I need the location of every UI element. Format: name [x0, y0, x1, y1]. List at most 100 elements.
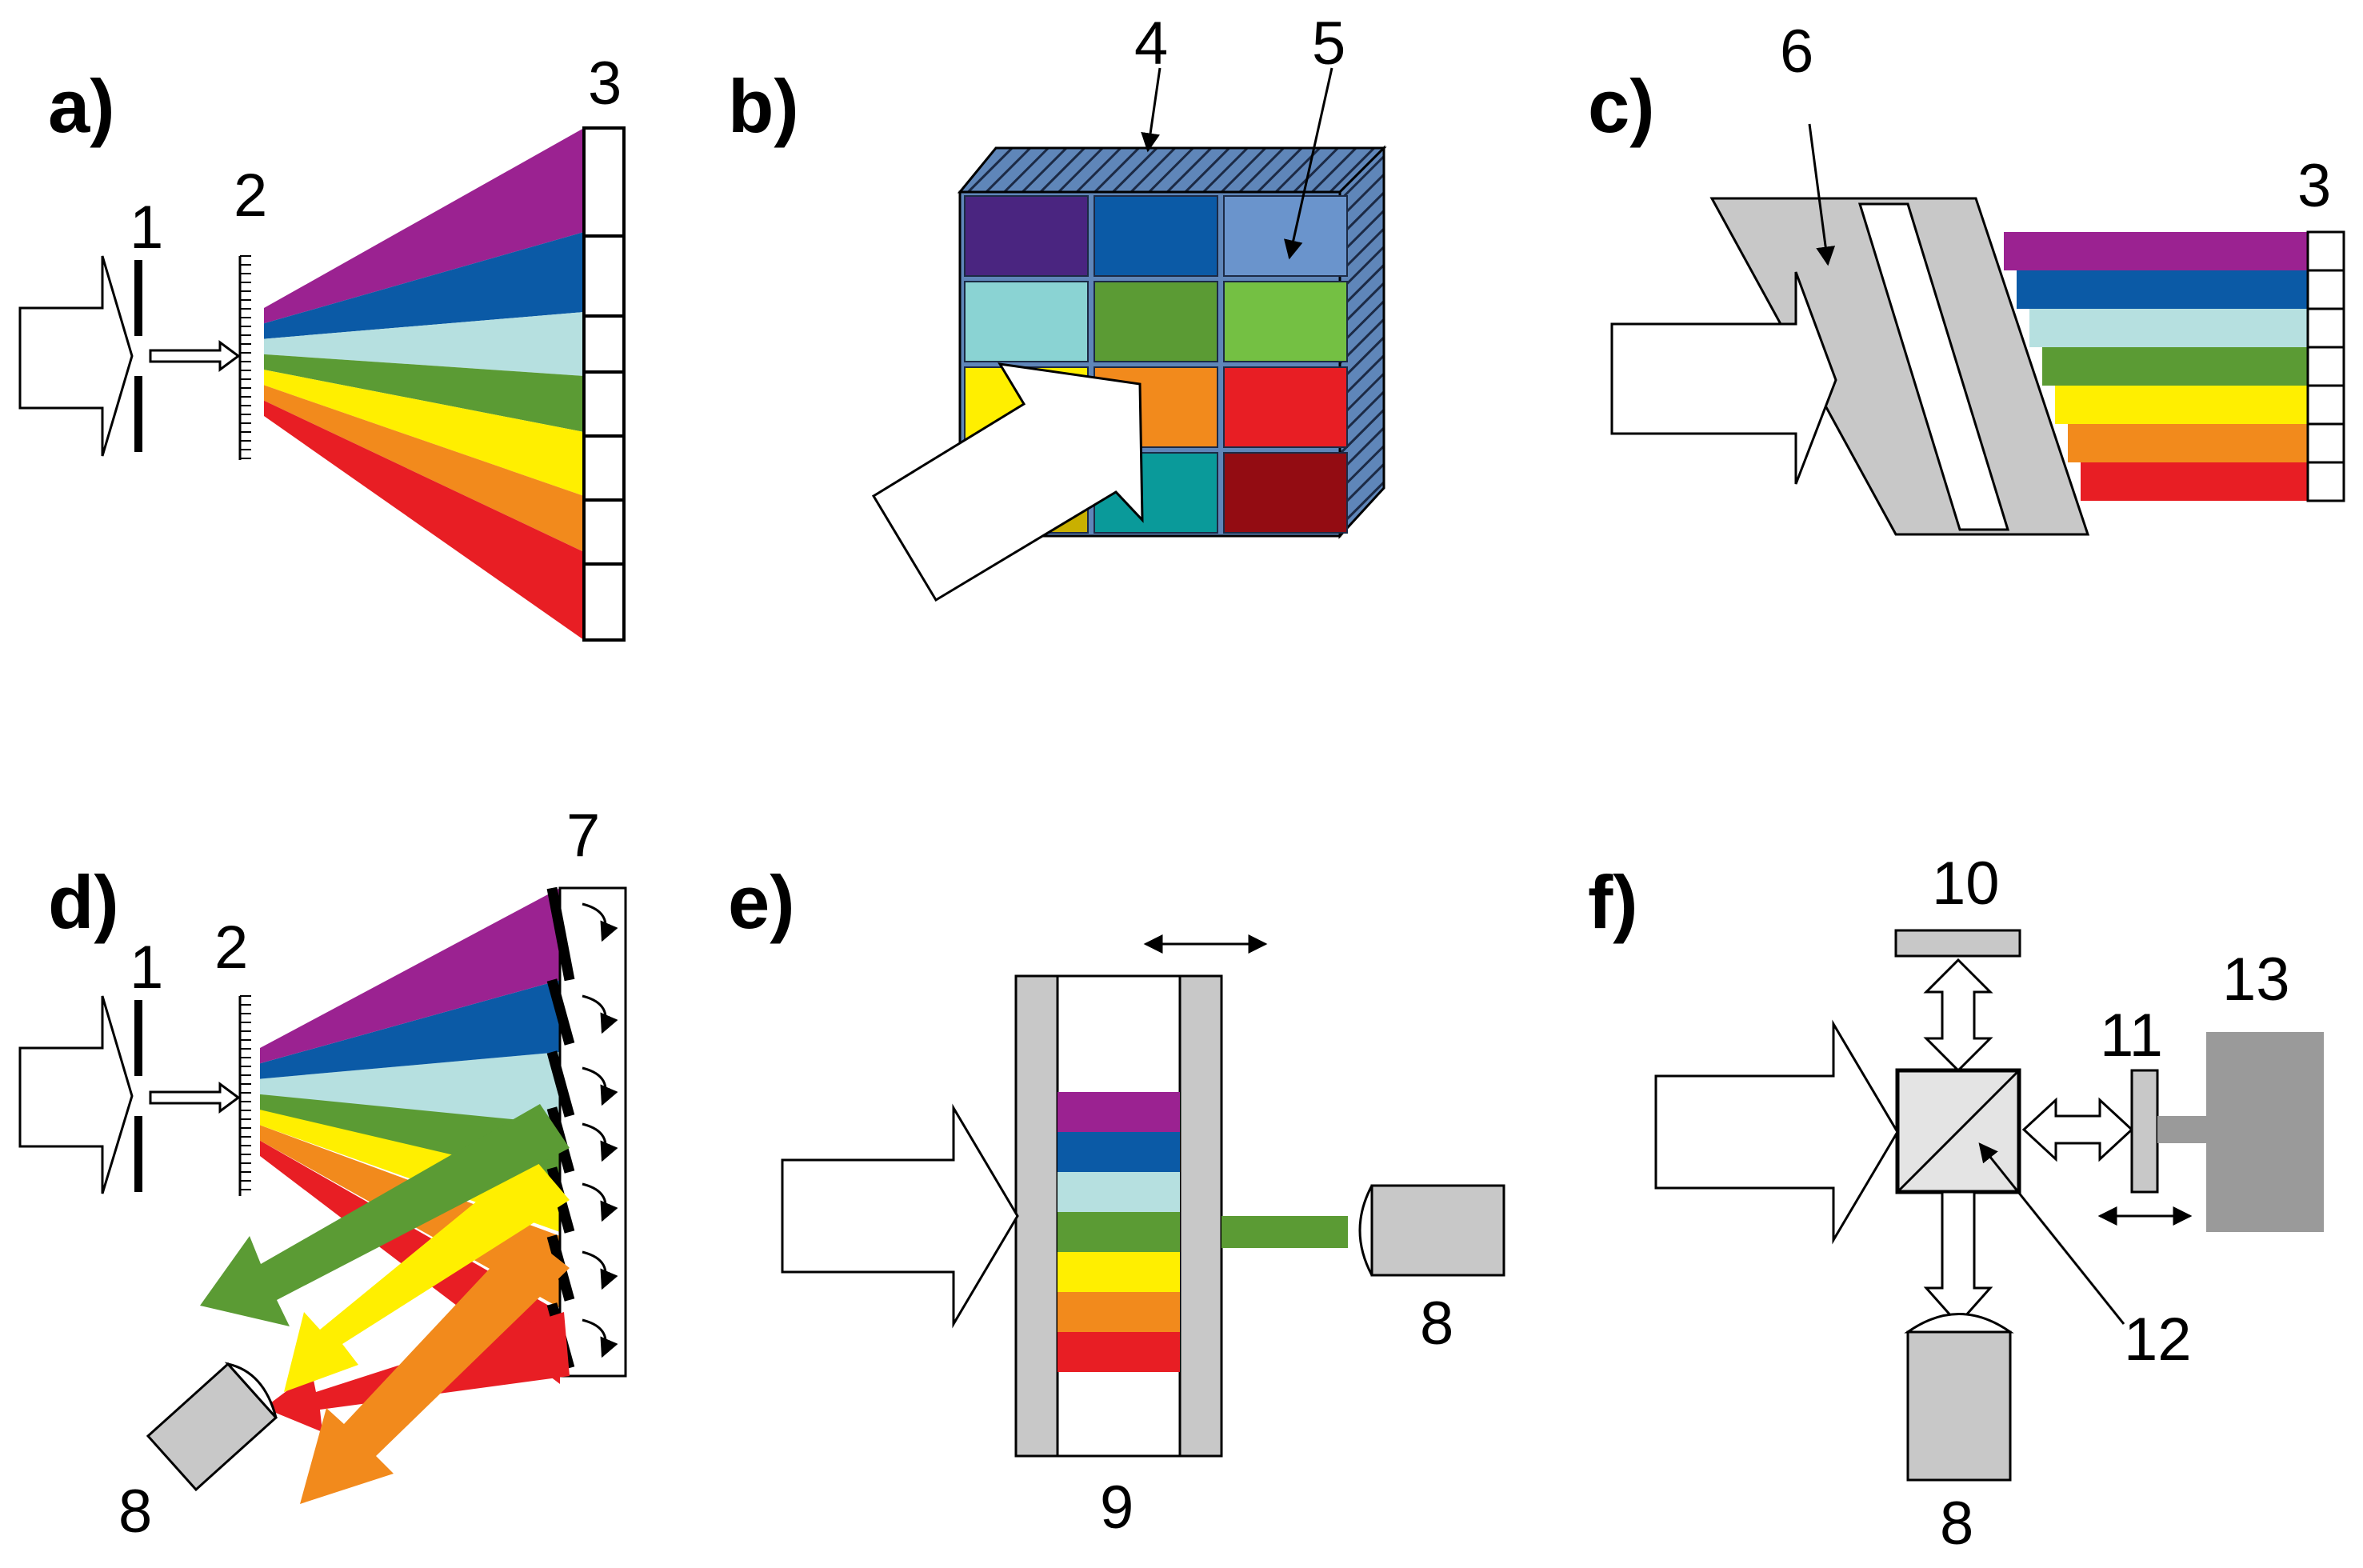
detector-pixel — [582, 126, 626, 238]
linear-variable-filter — [1709, 197, 2090, 536]
slit-to-grating-arrow — [149, 340, 241, 372]
tilt-arrow — [582, 902, 618, 942]
tilt-arrow — [582, 1250, 618, 1290]
spectrum-band-violet — [260, 888, 560, 1064]
label-moving-mirror-11: 11 — [2100, 1002, 2163, 1070]
reflected-beam-yellow — [284, 1156, 570, 1392]
photodetector — [1904, 1313, 2014, 1482]
label-detector-8: 8 — [1420, 1290, 1453, 1358]
detector-pixel — [2306, 307, 2345, 349]
panel-e-label: e) — [728, 860, 795, 944]
label-mirror-array-7: 7 — [566, 802, 600, 870]
micromirror — [546, 978, 575, 1046]
panel-f: f) 10 12 11 13 8 — [1588, 850, 2324, 1558]
incoming-light-arrow — [18, 995, 134, 1194]
actuator-rod — [2157, 1116, 2207, 1143]
filter-cell — [964, 195, 1089, 277]
filter-cell — [1223, 195, 1348, 277]
detector-pixel — [582, 498, 626, 566]
incoming-light-arrow — [18, 255, 134, 457]
fabry-perot-plate-right — [1178, 974, 1223, 1458]
incoming-light-arrow — [781, 1103, 1019, 1329]
panel-c-label: c) — [1588, 64, 1655, 148]
stack-band-green — [1058, 1212, 1180, 1252]
incoming-light-arrow — [1610, 271, 1837, 485]
spectrum-band-blue — [264, 232, 584, 339]
panel-b-label: b) — [728, 64, 799, 148]
stack-band-violet — [1058, 1092, 1180, 1132]
slit-lower-jaw — [134, 1116, 142, 1192]
pointer-4 — [1141, 67, 1162, 153]
label-interferometer-9: 9 — [1100, 1474, 1134, 1542]
label-grating-2: 2 — [214, 914, 248, 982]
panel-a: a) 1 2 3 — [18, 50, 626, 642]
detector-array — [2306, 230, 2345, 502]
tilt-arrow — [582, 1318, 618, 1358]
pointer-5 — [1284, 67, 1333, 260]
incoming-light-arrow — [871, 362, 1144, 602]
filter-cell — [1223, 366, 1348, 448]
spectral-stack — [1058, 1092, 1180, 1372]
label-filter-5: 5 — [1312, 10, 1345, 78]
actuator — [2206, 1032, 2324, 1232]
detector-pixel — [582, 434, 626, 502]
beam-to-fixed-mirror — [1923, 958, 1993, 1073]
filter-frame-top — [957, 146, 1387, 194]
panel-a-label: a) — [48, 64, 115, 148]
moving-mirror — [2130, 1069, 2159, 1194]
beam-splitter-diagonal — [1897, 1070, 2019, 1192]
stripe-blue — [2017, 270, 2308, 309]
diffraction-grating — [238, 255, 251, 460]
stack-band-red — [1058, 1332, 1180, 1372]
label-grating-2: 2 — [234, 162, 267, 230]
detector-pixel — [582, 234, 626, 318]
pointer-12 — [1978, 1142, 2125, 1325]
tilt-arrow — [582, 1066, 618, 1106]
stripe-violet — [2004, 232, 2308, 270]
panel-c: c) 6 3 — [1588, 18, 2345, 536]
detector-pixel — [582, 562, 626, 642]
detector-pixel — [2306, 230, 2345, 272]
stack-band-yellow — [1058, 1252, 1180, 1292]
label-detector-3: 3 — [588, 50, 622, 118]
spectrum-band-lightblue — [264, 312, 584, 376]
detector-pixel — [2306, 346, 2345, 387]
panel-f-label: f) — [1588, 860, 1638, 944]
spectrum-band-blue — [260, 980, 560, 1079]
tilt-arrow — [582, 1182, 618, 1222]
spectrum-band-yellow — [264, 370, 584, 496]
stack-band-orange — [1058, 1292, 1180, 1332]
detector-array — [582, 126, 626, 642]
stripe-lightblue — [2029, 309, 2308, 347]
stack-band-lightblue — [1058, 1172, 1180, 1212]
reflected-beam-orange — [300, 1232, 570, 1504]
stripe-yellow — [2055, 386, 2308, 424]
slit-upper-jaw — [134, 260, 142, 336]
slit-lower-jaw — [134, 376, 142, 452]
diffraction-grating — [238, 995, 251, 1196]
detector-pixel — [2306, 422, 2345, 464]
label-detector-8: 8 — [1940, 1490, 1973, 1558]
pointer-6 — [1808, 123, 1836, 266]
transmitted-green-beam — [1221, 1216, 1348, 1248]
detector-pixel — [582, 314, 626, 374]
label-fixed-mirror-10: 10 — [1932, 850, 2000, 918]
beam-to-moving-mirror — [2021, 1097, 2134, 1162]
detector-pixel — [2306, 461, 2345, 502]
micromirror — [546, 886, 575, 982]
spectrum-band-orange — [264, 385, 584, 552]
panel-e: e) 8 9 — [728, 860, 1505, 1542]
label-actuator-13: 13 — [2222, 946, 2290, 1014]
filter-cell — [1223, 281, 1348, 362]
fixed-mirror — [1894, 929, 2021, 958]
label-filter-6: 6 — [1780, 18, 1813, 86]
filter-cell — [1094, 195, 1218, 277]
filter-cell — [1223, 452, 1348, 534]
dispersed-spectrum-fan — [264, 128, 584, 640]
spectral-stripes — [2004, 232, 2308, 501]
reflected-beams — [200, 1104, 570, 1504]
label-slit-1: 1 — [130, 934, 163, 1002]
filter-cell — [964, 281, 1089, 362]
filter-cell — [1094, 281, 1218, 362]
label-slit-1: 1 — [130, 194, 163, 262]
